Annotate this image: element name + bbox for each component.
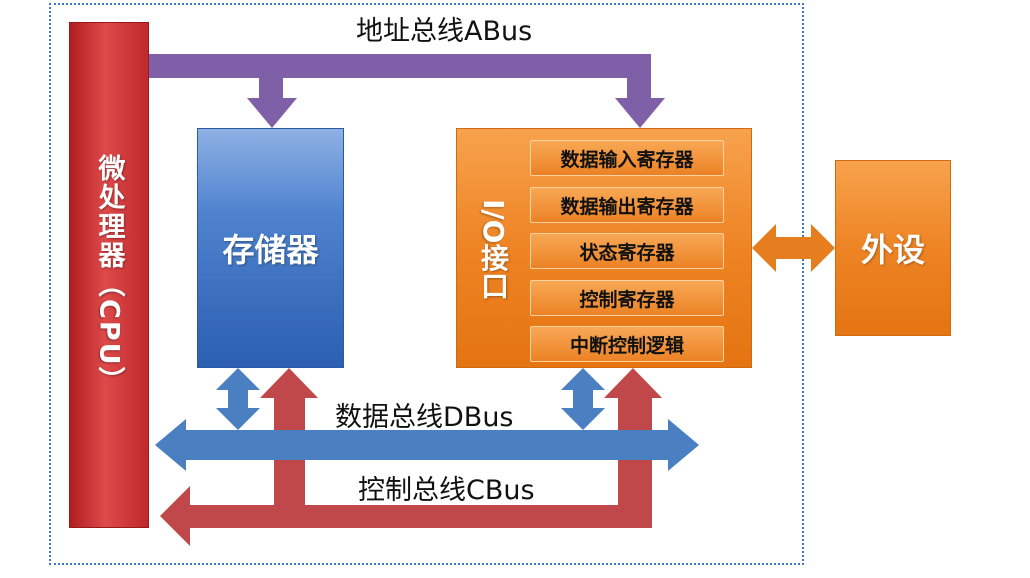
system-boundary — [49, 3, 804, 565]
io-peripheral-arrow — [752, 224, 835, 272]
data-bus-label: 数据总线DBus — [335, 402, 514, 433]
memory-data-arrow — [216, 368, 260, 430]
io-register-control: 控制寄存器 — [530, 280, 724, 316]
memory-label: 存储器 — [222, 231, 319, 269]
io-register-data-output: 数据输出寄存器 — [530, 187, 724, 223]
control-bus-arrow — [160, 368, 662, 546]
io-interface-block: I/O接口 数据输入寄存器 数据输出寄存器 状态寄存器 控制寄存器 中断控制逻辑 — [456, 128, 752, 368]
cpu-label: 微处理器（CPU） — [93, 154, 125, 396]
peripheral-label: 外设 — [860, 231, 925, 269]
control-bus-label: 控制总线CBus — [358, 475, 535, 506]
peripheral-block: 外设 — [835, 160, 951, 336]
cpu-block: 微处理器（CPU） — [69, 22, 149, 528]
io-interrupt-control-logic: 中断控制逻辑 — [530, 326, 724, 362]
data-bus-arrow — [155, 419, 699, 471]
io-register-status: 状态寄存器 — [530, 233, 724, 269]
io-register-data-input: 数据输入寄存器 — [530, 140, 724, 176]
io-interface-label: I/O接口 — [477, 198, 510, 300]
io-data-arrow — [561, 368, 605, 430]
address-bus-label: 地址总线ABus — [356, 16, 533, 47]
address-bus-arrow — [149, 54, 665, 128]
memory-block: 存储器 — [197, 128, 344, 368]
